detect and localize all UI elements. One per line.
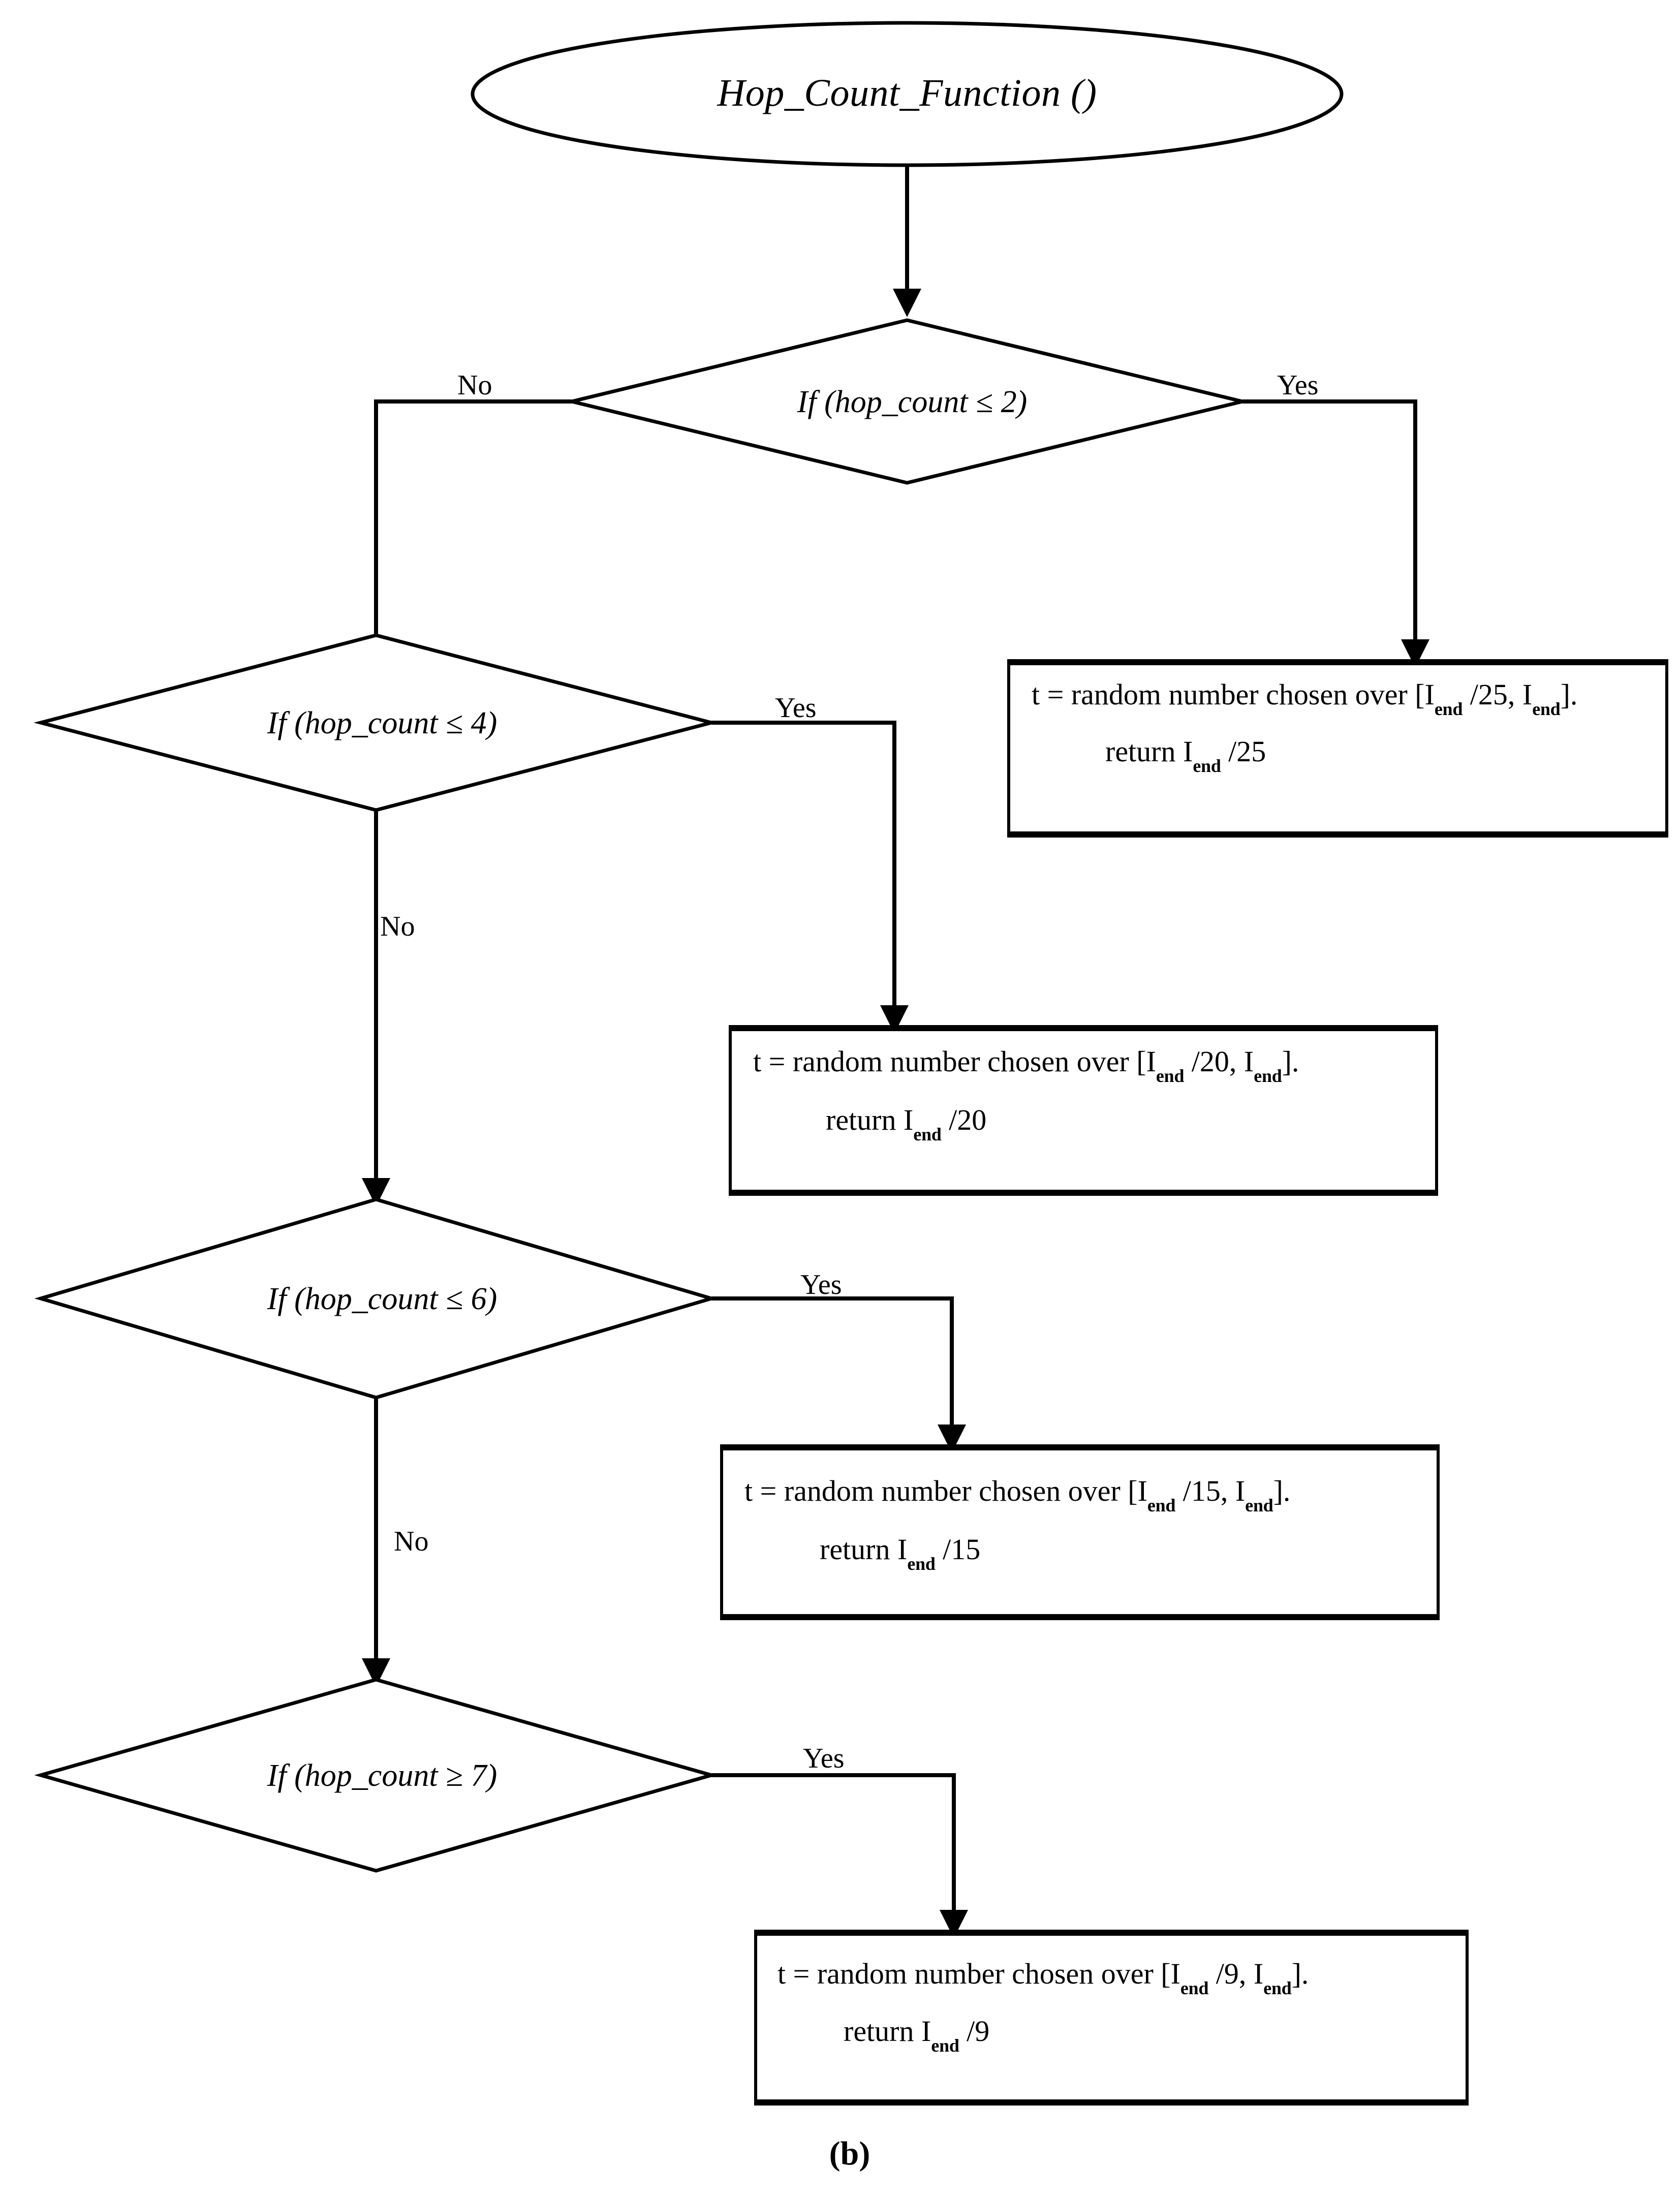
start-node-label: Hop_Count_Function ()	[717, 72, 1097, 114]
process-1-line1-sub1: end	[1434, 698, 1463, 719]
connector-d1-no	[374, 399, 572, 635]
process-2-line1-sub1: end	[1156, 1065, 1185, 1086]
process-3-line2-pre: return I	[820, 1533, 908, 1566]
process-3-line-2: return Iend /15	[820, 1533, 981, 1573]
process-3-line1-sub2: end	[1245, 1495, 1273, 1515]
process-4-line1-sub1: end	[1180, 1977, 1209, 1998]
process-3-line1-sub1: end	[1147, 1495, 1176, 1515]
process-2-line1-pre: t = random number chosen over [I	[753, 1045, 1156, 1078]
process-2-line2-sub: end	[913, 1124, 942, 1144]
process-2-line2-pre: return I	[826, 1103, 914, 1136]
decision-2-label: If (hop_count ≤ 4)	[267, 706, 497, 740]
process-box-1	[1007, 659, 1668, 838]
process-4-line2-pre: return I	[844, 2015, 931, 2048]
process-2-line2-post: /20	[941, 1103, 987, 1136]
decision-3-label: If (hop_count ≤ 6)	[267, 1282, 497, 1316]
process-4-line2-post: /9	[959, 2015, 990, 2048]
process-box-2	[729, 1025, 1438, 1196]
process-3-line1-post: ].	[1273, 1474, 1291, 1507]
process-4-line-2: return Iend /9	[844, 2015, 990, 2055]
decision-2-no-label: No	[380, 911, 415, 942]
process-1-line-1: t = random number chosen over [Iend /25,…	[1032, 678, 1578, 718]
process-1-line1-pre: t = random number chosen over [I	[1032, 678, 1435, 711]
decision-4-yes-label: Yes	[803, 1743, 845, 1774]
decision-2-yes-label: Yes	[775, 692, 817, 724]
figure-caption: (b)	[829, 2135, 870, 2172]
process-box-4	[754, 1930, 1469, 2106]
process-4-line1-sub2: end	[1263, 1977, 1292, 1998]
decision-diamond-1	[571, 318, 1243, 485]
decision-3-no-label: No	[394, 1526, 429, 1557]
decision-1-no-label: No	[457, 369, 492, 401]
process-4-line1-pre: t = random number chosen over [I	[777, 1957, 1180, 1990]
process-1-line1-sub2: end	[1532, 698, 1561, 719]
process-box-3	[720, 1444, 1440, 1620]
process-2-line-1: t = random number chosen over [Iend /20,…	[753, 1045, 1299, 1085]
process-3-line-1: t = random number chosen over [Iend /15,…	[744, 1474, 1291, 1514]
process-4-line1-mid: /9, I	[1208, 1957, 1264, 1990]
process-1-line2-sub: end	[1193, 755, 1221, 776]
connector-d1-yes	[1242, 399, 1429, 668]
connector-d4-yes	[711, 1773, 968, 1938]
process-1-line2-post: /25	[1221, 735, 1266, 768]
decision-1-label: If (hop_count ≤ 2)	[797, 385, 1028, 419]
process-3-line1-mid: /15, I	[1175, 1474, 1246, 1507]
process-1-line-2: return Iend /25	[1105, 735, 1266, 775]
connector-d2-yes	[711, 721, 909, 1034]
process-3-line2-post: /15	[935, 1533, 981, 1566]
decision-1-yes-label: Yes	[1277, 369, 1319, 401]
process-3-line2-sub: end	[907, 1553, 936, 1574]
process-2-line-2: return Iend /20	[826, 1103, 987, 1143]
process-4-line2-sub: end	[931, 2035, 959, 2056]
process-4-line1-post: ].	[1291, 1957, 1309, 1990]
process-2-line1-mid: /20, I	[1184, 1045, 1254, 1078]
process-1-line1-post: ].	[1560, 678, 1578, 711]
process-2-line1-sub2: end	[1254, 1065, 1282, 1086]
process-1-line1-mid: /25, I	[1463, 678, 1533, 711]
process-4-line-1: t = random number chosen over [Iend /9, …	[777, 1957, 1309, 1997]
decision-3-yes-label: Yes	[800, 1269, 842, 1301]
decision-4-label: If (hop_count ≥ 7)	[267, 1758, 497, 1793]
process-2-line1-post: ].	[1282, 1045, 1299, 1078]
connector-d3-yes	[711, 1296, 966, 1453]
process-3-line1-pre: t = random number chosen over [I	[744, 1474, 1147, 1507]
process-1-line2-pre: return I	[1105, 735, 1193, 768]
decision-diamond-4	[34, 1678, 718, 1873]
